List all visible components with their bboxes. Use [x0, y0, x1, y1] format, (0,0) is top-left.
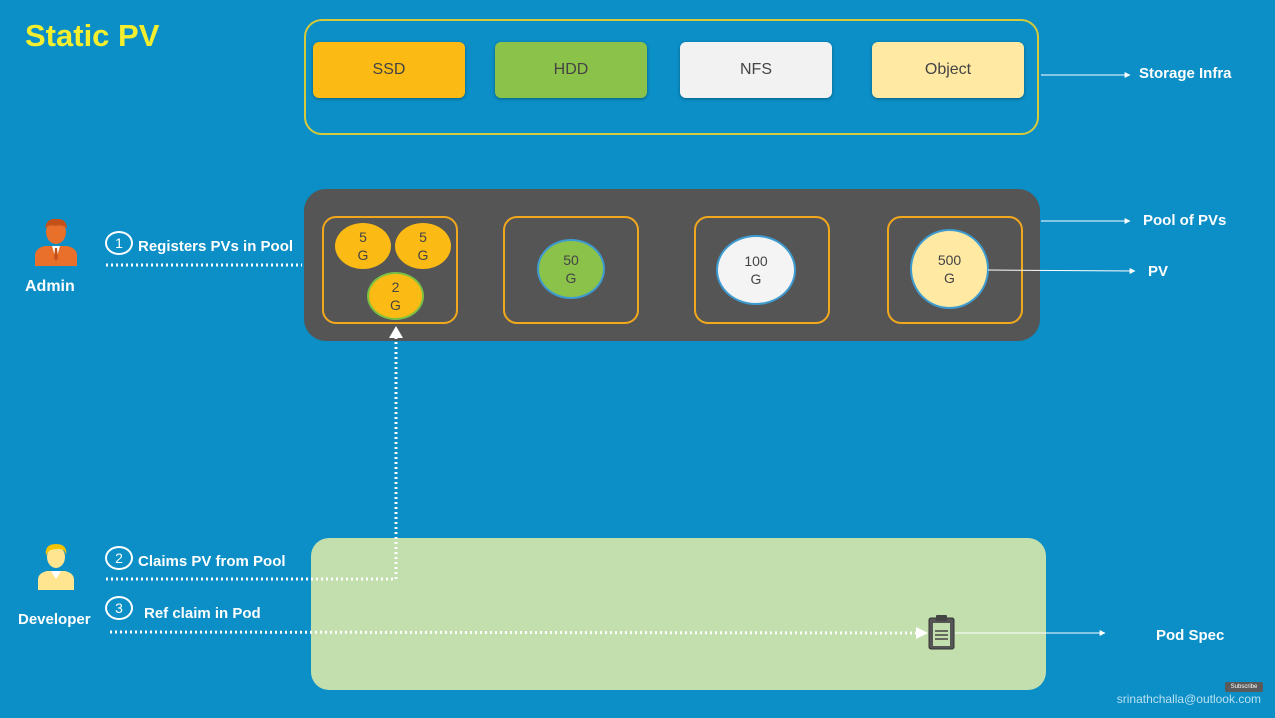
page-title: Static PV [25, 18, 160, 53]
pv-unit: G [417, 247, 429, 263]
ref-claim-arrowhead [916, 627, 928, 639]
claim-line [106, 330, 398, 581]
storage-object: Object [872, 42, 1024, 98]
step-2-badge: 2 [105, 546, 133, 570]
subscribe-badge[interactable]: Subscribe [1225, 682, 1263, 692]
storage-infra-box [304, 19, 1039, 135]
pv-500g: 500 G [910, 229, 989, 309]
watermark-email: srinathchalla@outlook.com [1116, 692, 1261, 706]
step-3-badge: 3 [105, 596, 133, 620]
developer-label: Developer [18, 611, 91, 628]
pv-slot-ssd [322, 216, 458, 324]
ref-claim-line [109, 630, 919, 635]
step-1-text: Registers PVs in Pool [138, 238, 294, 255]
pod-area-box [311, 538, 1046, 690]
clipboard-icon [928, 615, 955, 650]
developer-icon [36, 542, 76, 595]
storage-infra-label: Storage Infra [1139, 65, 1232, 82]
pv-size: 5 [359, 229, 367, 245]
pv-slot-hdd [503, 216, 639, 324]
pv-unit: G [750, 271, 762, 287]
pv-unit: G [565, 270, 577, 286]
pv-50g: 50 G [537, 239, 605, 299]
step-3-text: Ref claim in Pod [144, 605, 261, 622]
step-1-badge: 1 [105, 231, 133, 255]
pod-spec-label: Pod Spec [1156, 627, 1225, 644]
pool-of-pvs-label: Pool of PVs [1143, 212, 1227, 229]
pv-5g-2: 5 G [395, 223, 451, 269]
pv-unit: G [357, 247, 369, 263]
admin-label: Admin [25, 278, 75, 295]
storage-nfs: NFS [680, 42, 832, 98]
storage-hdd: HDD [495, 42, 647, 98]
pv-unit: G [390, 297, 401, 313]
pv-size: 500 [937, 252, 962, 268]
pv-slot-nfs [694, 216, 830, 324]
pv-size: 2 [391, 279, 400, 295]
admin-icon [33, 218, 79, 271]
pv-size: 5 [419, 229, 427, 245]
pv-label: PV [1148, 263, 1169, 280]
pv-size: 50 [563, 252, 579, 268]
pv-2g: 2 G [367, 272, 424, 320]
step-2-text: Claims PV from Pool [138, 553, 286, 570]
pv-100g: 100 G [716, 235, 796, 305]
claim-arrowhead [389, 326, 403, 338]
pv-5g-1: 5 G [335, 223, 391, 269]
pv-arrow [987, 267, 1136, 274]
storage-ssd: SSD [313, 42, 465, 98]
pv-size: 100 [744, 253, 768, 269]
pv-unit: G [944, 270, 955, 286]
